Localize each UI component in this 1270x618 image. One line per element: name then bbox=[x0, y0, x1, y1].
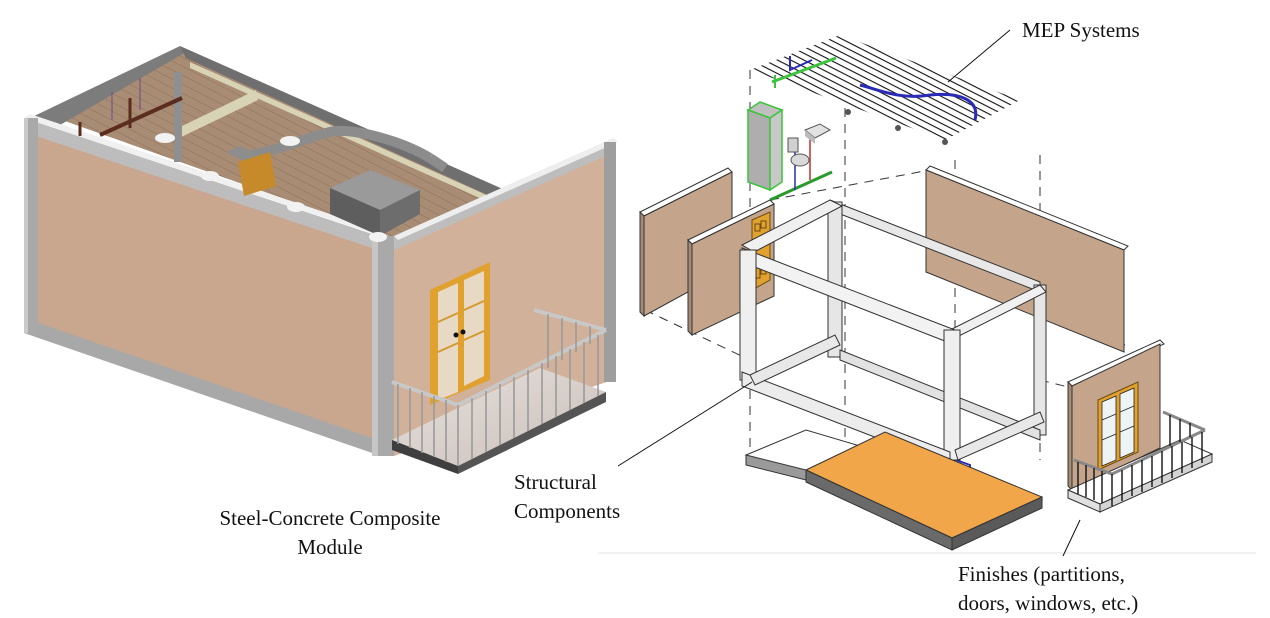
module-front-wall bbox=[24, 122, 378, 452]
module-door bbox=[430, 262, 490, 405]
label-composite-module-line1: Steel-Concrete Composite bbox=[219, 506, 441, 530]
label-finishes-line1: Finishes (partitions, bbox=[958, 562, 1125, 586]
leader-lines bbox=[617, 29, 1081, 557]
label-finishes-line2: doors, windows, etc.) bbox=[958, 591, 1139, 615]
label-mep-systems-text: MEP Systems bbox=[1022, 18, 1140, 42]
module-back-rim bbox=[30, 46, 186, 125]
label-structural-line2: Components bbox=[514, 499, 621, 523]
label-composite-module: Steel-Concrete Composite Module bbox=[180, 504, 480, 562]
mep-plumbing-fixtures bbox=[746, 101, 833, 202]
leader-finishes bbox=[1062, 519, 1081, 557]
leader-mep bbox=[947, 29, 1011, 83]
floor-slab bbox=[744, 429, 1044, 551]
label-structural-components: Structural Components bbox=[514, 468, 620, 526]
module-mep-elements bbox=[78, 78, 448, 242]
composite-module-illustration bbox=[24, 46, 618, 474]
label-composite-module-line2: Module bbox=[297, 535, 363, 559]
label-mep-systems: MEP Systems bbox=[1022, 16, 1140, 45]
leader-structural bbox=[617, 381, 753, 467]
finish-wall-with-balcony bbox=[1066, 339, 1214, 513]
label-finishes: Finishes (partitions, doors, windows, et… bbox=[958, 560, 1138, 618]
module-balcony bbox=[391, 308, 607, 474]
exploded-view-illustration bbox=[598, 35, 1256, 554]
label-structural-line1: Structural bbox=[514, 470, 597, 494]
module-top-beam bbox=[24, 118, 378, 250]
